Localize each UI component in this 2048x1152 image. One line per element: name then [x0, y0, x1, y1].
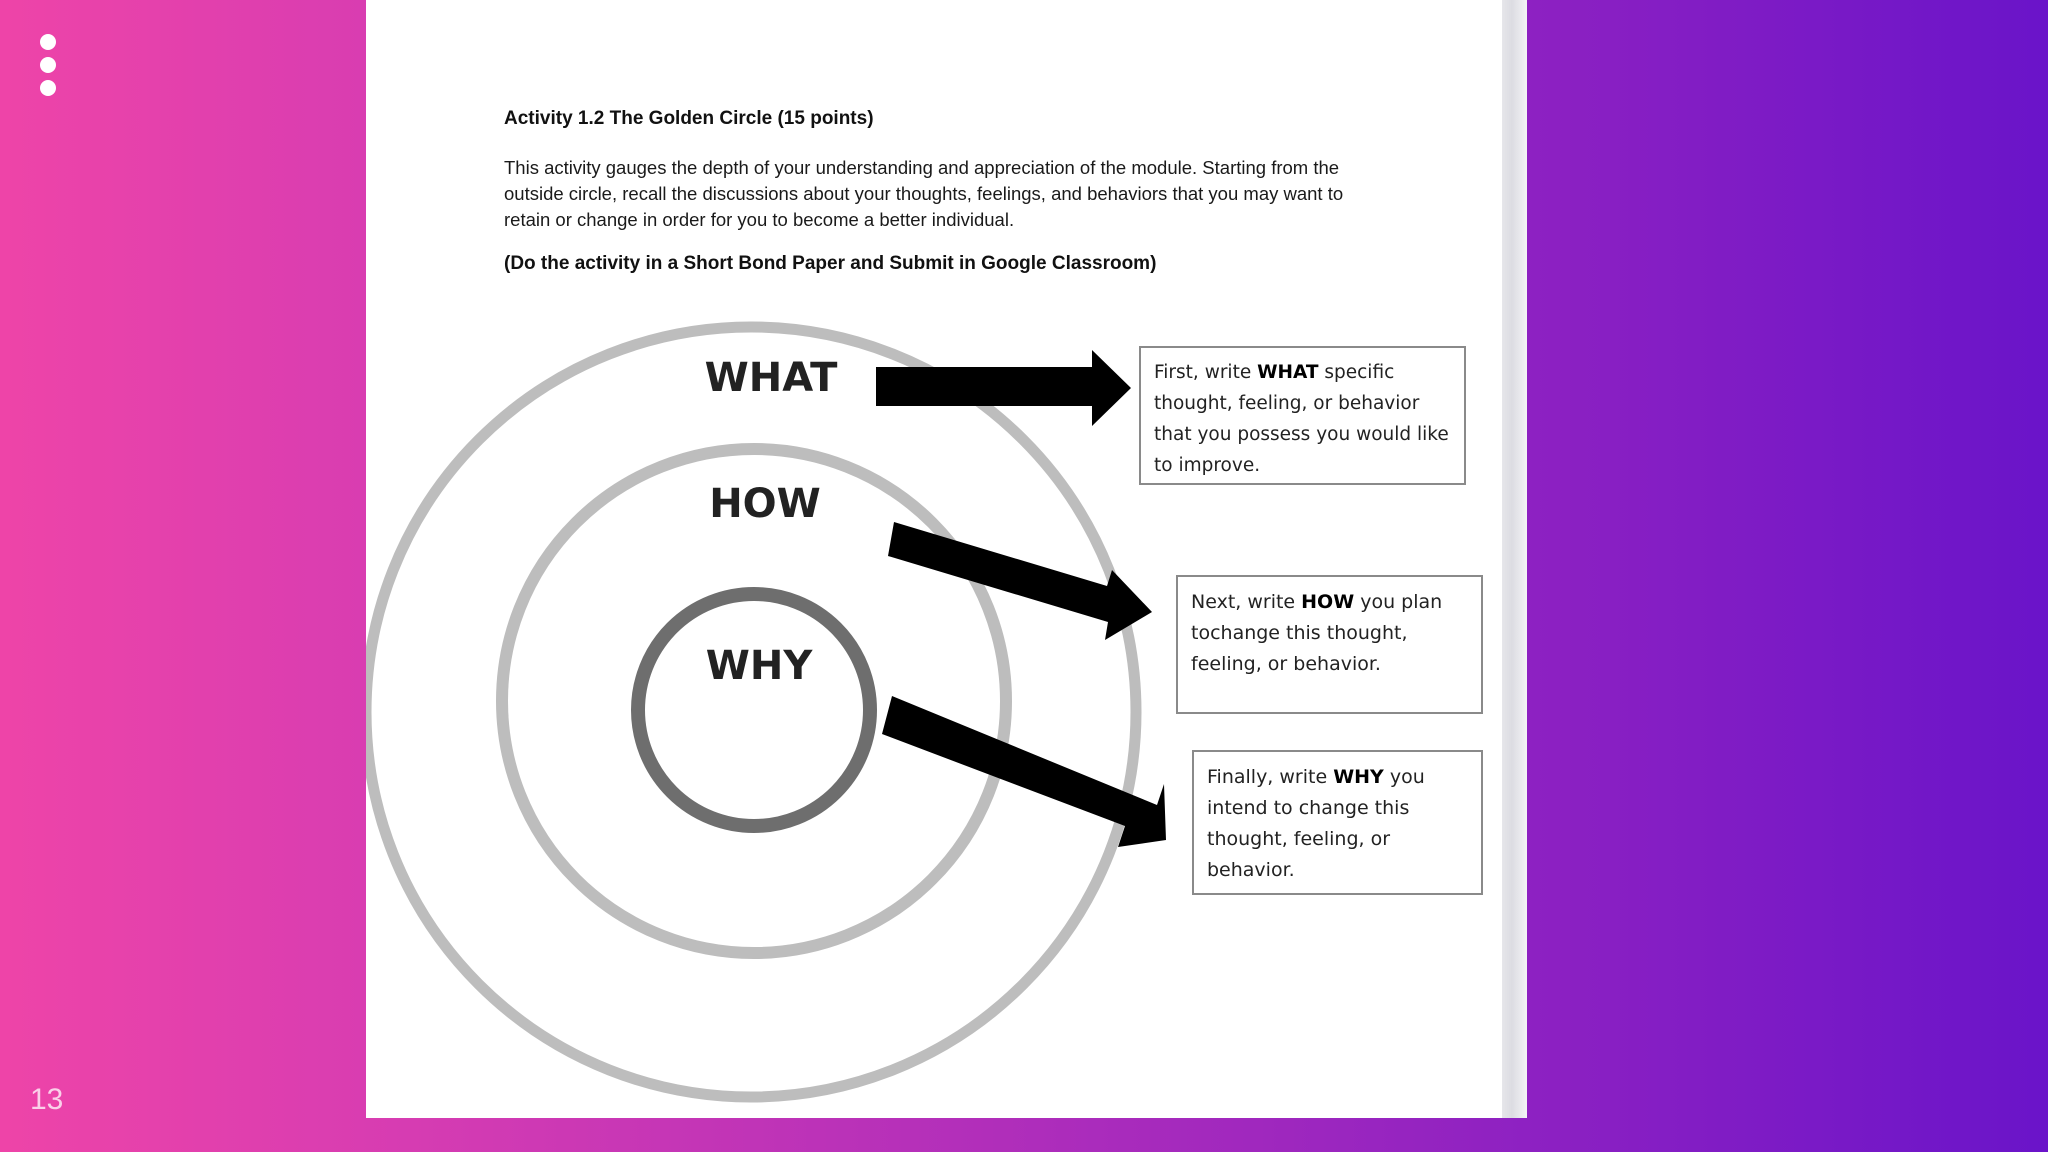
arrow-why	[882, 696, 1166, 847]
note-how-post: you plan tochange this thought, feeling,…	[1191, 591, 1443, 675]
document-edge	[1502, 0, 1527, 1118]
inner-ring	[631, 587, 877, 833]
activity-intro: This activity gauges the depth of your u…	[504, 157, 1344, 230]
note-what-keyword: WHAT	[1257, 362, 1319, 383]
arrow-what	[876, 350, 1131, 426]
note-why-pre: Finally, write	[1207, 766, 1334, 788]
note-how-keyword: HOW	[1301, 591, 1355, 613]
note-how-box: Next, write HOW you plan tochange this t…	[1176, 575, 1483, 714]
label-what: WHAT	[705, 355, 838, 401]
slide-page-number: 13	[30, 1083, 64, 1116]
note-what-box: First, write WHAT specific thought, feel…	[1139, 346, 1466, 485]
arrow-how	[888, 522, 1152, 640]
note-why-keyword: WHY	[1333, 766, 1384, 788]
outer-ring	[366, 321, 1142, 1103]
label-how: HOW	[709, 481, 821, 527]
note-what-pre: First, write	[1154, 362, 1258, 383]
menu-dot	[40, 80, 56, 96]
menu-dot	[40, 57, 56, 73]
activity-instruction: (Do the activity in a Short Bond Paper a…	[504, 253, 1157, 274]
note-how-pre: Next, write	[1191, 591, 1302, 613]
activity-title: Activity 1.2 The Golden Circle (15 point…	[504, 108, 874, 129]
more-options-icon[interactable]	[36, 34, 60, 100]
note-what-post: specific thought, feeling, or behavior t…	[1154, 362, 1449, 476]
document-page: Activity 1.2 The Golden Circle (15 point…	[366, 0, 1527, 1118]
note-why-box: Finally, write WHY you intend to change …	[1192, 750, 1483, 895]
middle-ring	[496, 443, 1012, 959]
label-why: WHY	[706, 643, 814, 689]
note-why-post: you intend to change this thought, feeli…	[1207, 766, 1425, 881]
golden-circle-diagram: WHAT HOW WHY	[366, 321, 1166, 1103]
menu-dot	[40, 34, 56, 50]
